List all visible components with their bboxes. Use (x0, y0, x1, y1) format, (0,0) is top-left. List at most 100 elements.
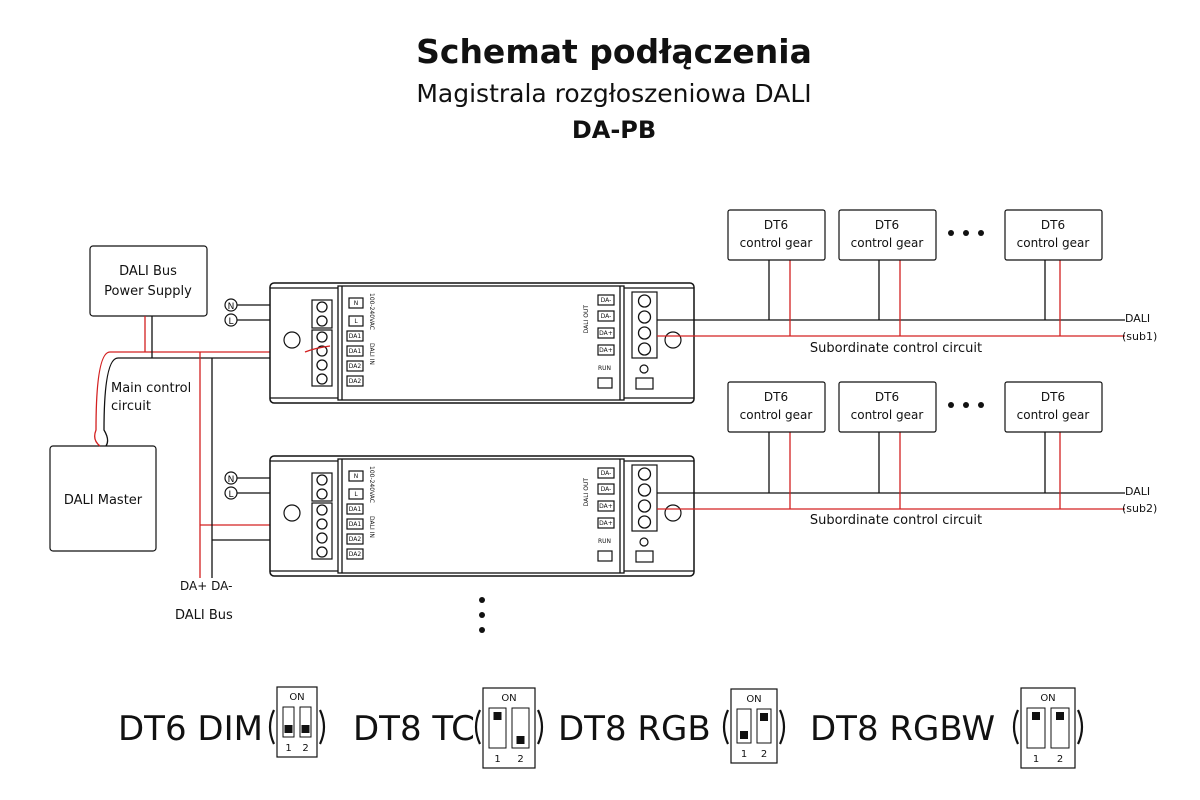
dip-mode-dt8-tc: DT8 TC ON 1 2 (353, 687, 544, 769)
dali-bus-label: DALI Bus (175, 608, 233, 623)
voltage-label: 100-240VAC (368, 293, 375, 330)
dip-switch-2 (511, 707, 530, 749)
dali-master: DALI Master (49, 445, 157, 552)
dip-switch-2 (1050, 707, 1070, 749)
dali-bus-power-supply: DALI Bus Power Supply (89, 245, 208, 317)
terminal-da-minus: DA- (601, 297, 612, 304)
terminal-da-minus: DA- (601, 313, 612, 320)
dip-switch-2-state (1056, 712, 1064, 720)
dip-number: 2 (302, 743, 308, 754)
terminal-n: N (354, 473, 359, 480)
input-terminal-block (311, 472, 333, 560)
model-name: DA-PB (572, 116, 656, 144)
close-paren-icon (778, 709, 786, 745)
gear-label: control gear (1017, 408, 1090, 422)
power-supply-label-2: Power Supply (104, 284, 192, 299)
voltage-label: 100-240VAC (368, 466, 375, 503)
dip-mode-dt8-rgbw: DT8 RGBW ON 1 2 (810, 687, 1084, 769)
gear-label: control gear (1017, 236, 1090, 250)
terminal-da2: DA2 (349, 536, 362, 543)
dip-number: 1 (494, 754, 500, 765)
dip-number: 2 (517, 754, 523, 765)
dip-number: 1 (1033, 754, 1039, 765)
terminal-da-plus: DA+ (599, 347, 613, 354)
dip-switch-2-state (301, 725, 310, 733)
terminal-da-minus: DA- (601, 486, 612, 493)
dip-switch-1 (282, 706, 295, 738)
dip-switch-2 (299, 706, 312, 738)
dip-mode-label: DT6 DIM (118, 709, 263, 749)
input-terminal-block (311, 299, 333, 387)
dip-number: 1 (285, 743, 291, 754)
subordinate-circuit-2: DALI (sub2) Subordinate control circuit (657, 432, 1157, 528)
gear-label: control gear (851, 236, 924, 250)
dip-on-label: ON (289, 692, 304, 703)
run-label: RUN (598, 365, 611, 372)
output-terminal-block (631, 464, 658, 532)
dali-label: DALI (1125, 312, 1150, 325)
dip-number: 2 (761, 749, 767, 760)
sub-label: (sub1) (1122, 330, 1157, 343)
master-label: DALI Master (64, 493, 143, 508)
dali-out-label: DALI OUT (583, 305, 590, 334)
terminal-l: L (354, 491, 358, 498)
dip-mode-label: DT8 RGBW (810, 709, 995, 749)
dip-switch-1-state (284, 725, 293, 733)
main-circuit-label-1: Main control (111, 381, 191, 396)
dip-number: 1 (741, 749, 747, 760)
dip-number: 2 (1057, 754, 1063, 765)
neutral-label: N (228, 302, 235, 312)
mains-connections: N L N L (224, 298, 312, 500)
da-pb-device-2: N L DA1 DA1 DA2 DA2 100-240VAC DALI IN D… (269, 455, 695, 577)
main-circuit-label-2: circuit (111, 399, 151, 414)
terminal-da-plus: DA+ (599, 520, 613, 527)
terminal-da2: DA2 (349, 363, 362, 370)
run-label: RUN (598, 538, 611, 545)
terminal-da2: DA2 (349, 378, 362, 385)
dip-switch-1-state (493, 712, 502, 720)
dt6-control-gear: DT6 control gear (838, 381, 937, 433)
dip-mode-dt8-rgb: DT8 RGB ON 1 2 (558, 688, 786, 764)
dt6-control-gear: DT6 control gear (1004, 209, 1103, 261)
gear-type: DT6 (764, 218, 788, 232)
terminal-l: L (354, 318, 358, 325)
dip-mode-label: DT8 TC (353, 709, 475, 749)
subcircuit-label: Subordinate control circuit (810, 341, 982, 356)
open-paren-icon (722, 709, 730, 745)
dip-mode-dt6-dim: DT6 DIM ON 1 2 (118, 686, 326, 758)
dip-mode-label: DT8 RGB (558, 709, 711, 749)
da-pb-device-1: N L DA1 DA1 DA2 DA2 100-240VAC DALI IN D… (269, 282, 695, 404)
neutral-label: N (228, 475, 235, 485)
dip-switch-1-state (740, 731, 748, 739)
dt6-control-gear: DT6 control gear (1004, 381, 1103, 433)
live-label: L (228, 490, 233, 500)
dali-out-label: DALI OUT (583, 478, 590, 507)
dip-switch-1 (488, 707, 507, 749)
subordinate-circuit-1: DALI (sub1) Subordinate control circuit (657, 260, 1157, 356)
dali-in-label: DALI IN (368, 516, 375, 538)
dip-switch[interactable] (635, 550, 654, 563)
terminal-da2: DA2 (349, 551, 362, 558)
dt6-control-gear: DT6 control gear (727, 209, 826, 261)
page-subtitle: Magistrala rozgłoszeniowa DALI (416, 79, 811, 108)
open-paren-icon (474, 709, 482, 745)
dip-switch-1-state (1032, 712, 1040, 720)
terminal-da1: DA1 (349, 506, 362, 513)
dip-switch[interactable] (635, 377, 654, 390)
dali-label: DALI (1125, 485, 1150, 498)
dt6-control-gear: DT6 control gear (838, 209, 937, 261)
terminal-da1: DA1 (349, 333, 362, 340)
dip-switch-2-state (516, 736, 525, 744)
gear-type: DT6 (875, 390, 899, 404)
ellipsis-dots (479, 230, 984, 633)
output-terminal-block (631, 291, 658, 359)
terminal-da1: DA1 (349, 348, 362, 355)
terminal-da-plus: DA+ (599, 503, 613, 510)
dali-bus-pins: DA+ DA- (180, 579, 232, 593)
dip-on-label: ON (501, 693, 516, 704)
terminal-da-plus: DA+ (599, 330, 613, 337)
dt6-control-gear: DT6 control gear (727, 381, 826, 433)
gear-type: DT6 (1041, 218, 1065, 232)
dali-in-label: DALI IN (368, 343, 375, 365)
